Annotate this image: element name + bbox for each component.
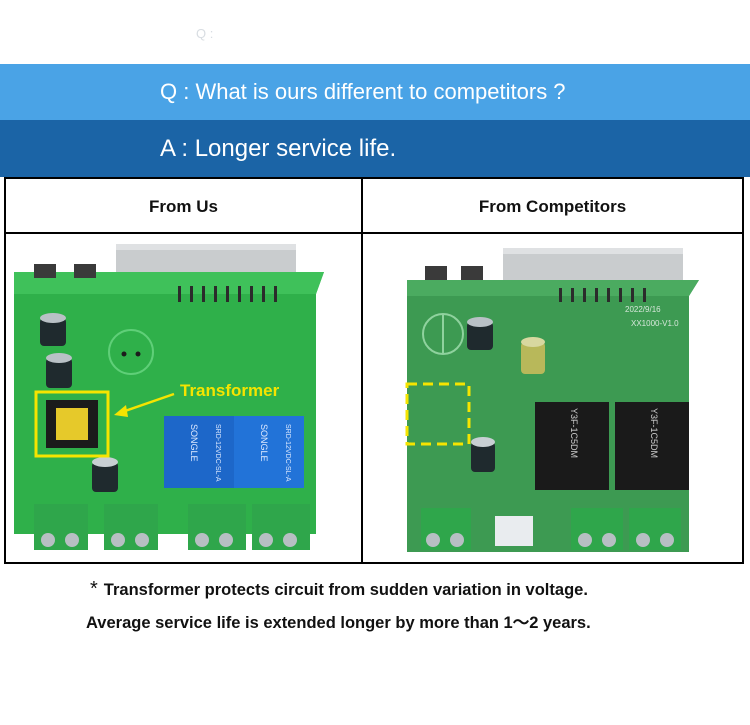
relay-1-brand: SONGLE bbox=[189, 424, 199, 462]
answer-banner: A : Longer service life. bbox=[0, 120, 750, 177]
comparison-header-row: From Us From Competitors bbox=[6, 179, 742, 234]
comparison-table: From Us From Competitors bbox=[4, 177, 744, 564]
footnote-line-1: * Transformer protects circuit from sudde… bbox=[90, 578, 588, 601]
relay-2-model: SRD-12VDC-SL-A bbox=[284, 424, 291, 482]
header-from-us: From Us bbox=[149, 197, 218, 216]
footnote-text-1: Transformer protects circuit from sudden… bbox=[103, 581, 588, 599]
relay-2-brand: SONGLE bbox=[259, 424, 269, 462]
footnote-line-2: Average service life is extended longer … bbox=[86, 614, 591, 632]
asterisk-icon: * bbox=[90, 578, 98, 600]
answer-text: A : Longer service life. bbox=[160, 135, 397, 162]
question-text: Q : What is ours different to competitor… bbox=[160, 79, 566, 104]
header-from-competitors: From Competitors bbox=[478, 197, 627, 216]
competitor-board-photo: 2022/9/16 XX1000-V1.0 Y3F-1C5DM Y3F-1C5D… bbox=[363, 234, 742, 562]
board-date: 2022/9/16 bbox=[625, 305, 661, 314]
faint-watermark: Q : bbox=[196, 26, 214, 41]
question-banner: Q : What is ours different to competitor… bbox=[0, 64, 750, 120]
transformer-callout-label: Transformer bbox=[180, 381, 280, 400]
competitor-relay-2-model: Y3F-1C5DM bbox=[649, 408, 659, 458]
our-board-photo: Transformer SONGLE SRD-12VDC-SL-A SONGLE… bbox=[6, 234, 361, 562]
relay-1-model: SRD-12VDC-SL-A bbox=[214, 424, 221, 482]
board-code: XX1000-V1.0 bbox=[631, 319, 679, 328]
competitor-relay-1-model: Y3F-1C5DM bbox=[569, 408, 579, 458]
column-divider bbox=[361, 179, 363, 562]
